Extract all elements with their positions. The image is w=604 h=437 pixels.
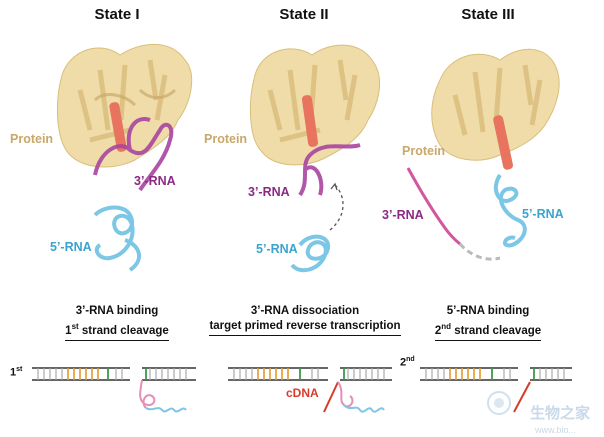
state-3-rna3: [406, 167, 461, 246]
state-1-rna5: [93, 205, 141, 272]
state-3-helix: [493, 115, 513, 170]
state-1-caption-line1: 3’-RNA binding: [75, 305, 159, 317]
cdna-strand: [323, 381, 339, 413]
state-1-rna3: [93, 117, 174, 192]
state-1-rna5-label: 5’-RNA: [50, 240, 92, 254]
state-3-protein-label: Protein: [402, 144, 446, 158]
watermark-logo-icon: [487, 391, 511, 415]
state-3-caption-line2: 2nd strand cleavage: [434, 319, 542, 341]
dna-schematic-2: [228, 367, 392, 413]
state-2-rna5-label: 5’-RNA: [256, 242, 298, 256]
state-1-protein-label: Protein: [10, 132, 54, 146]
state-2-caption: 3’-RNA dissociation target primed revers…: [190, 304, 420, 336]
state-2-protein-label: Protein: [204, 132, 248, 146]
watermark-text: 生物之家: [529, 405, 590, 422]
state-2-caption-line2: target primed reverse transcription: [209, 319, 401, 336]
state-1-structure: [56, 43, 193, 272]
state-1-caption-line2: 1st strand cleavage: [65, 319, 169, 341]
state-3-title: State III: [461, 6, 515, 23]
watermark-url: www.bio...: [534, 425, 576, 435]
state-3-rna5-label: 5’-RNA: [522, 207, 564, 221]
state-2-rna5: [290, 234, 331, 273]
state-2-rna3: [298, 143, 361, 197]
state-2-rna3-label: 3’-RNA: [248, 185, 290, 199]
state-2-structure: [249, 44, 380, 273]
state-3-caption: 5’-RNA binding 2nd strand cleavage: [408, 304, 568, 341]
second-strand-step-label: 2nd: [400, 356, 415, 369]
state-1-caption: 3’-RNA binding 1st strand cleavage: [37, 304, 197, 341]
cdna-label: cDNA: [286, 386, 319, 400]
state-2-protein: [249, 44, 380, 166]
state-2-helix: [301, 95, 319, 147]
state-3-rna3-label: 3’-RNA: [382, 208, 424, 222]
state-3-structure: [406, 48, 560, 261]
state-2-title: State II: [279, 6, 329, 23]
dna-schematic-1: [32, 367, 196, 413]
state-3-caption-line1: 5’-RNA binding: [446, 305, 530, 317]
state-1-title: State I: [94, 6, 140, 23]
state-1-helix: [109, 102, 127, 152]
state-2-caption-line1: 3’-RNA dissociation: [250, 305, 360, 317]
first-strand-step-label: 1st: [10, 366, 23, 379]
state-1-rna3-label: 3’-RNA: [134, 174, 176, 188]
dna-schematic-3: [420, 367, 572, 413]
state-3-rna5: [493, 173, 527, 248]
